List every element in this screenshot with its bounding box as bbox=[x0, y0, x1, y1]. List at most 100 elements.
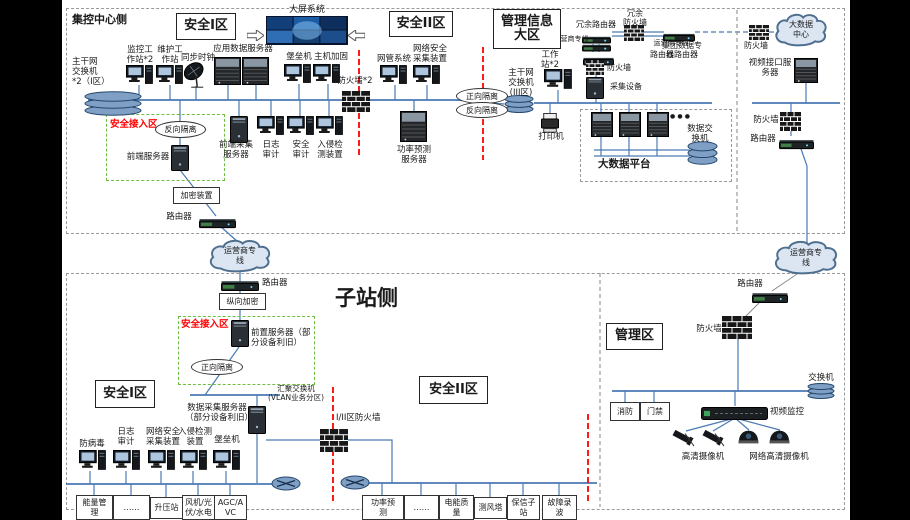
zonebox-security2-sub: 安全II区 bbox=[419, 376, 488, 404]
icon-shape bbox=[287, 116, 314, 135]
label-printer: 打印机 bbox=[538, 132, 564, 142]
box-fault-recording: 故障录 波 bbox=[542, 495, 577, 520]
label-firewall-mid: 防火墙 bbox=[607, 63, 631, 72]
icon-shape bbox=[248, 406, 266, 434]
label-ids-cc: 入侵检 测装置 bbox=[317, 140, 343, 160]
icon-shape bbox=[242, 57, 269, 85]
icon-shape bbox=[663, 33, 695, 42]
icon-shape bbox=[347, 29, 366, 42]
label-security-audit: 安全 审计 bbox=[292, 140, 310, 160]
videowall-icon bbox=[266, 16, 348, 45]
label-workstation-z3: 工作 站*2 bbox=[540, 50, 560, 70]
label-bastion-cc: 堡垒机 bbox=[286, 52, 312, 62]
label-backbone-switch-z1: 主干网 交换机 *2（I区） bbox=[72, 57, 110, 87]
box-door-access: 门禁 bbox=[640, 402, 670, 421]
video-interface-server-icon bbox=[794, 58, 818, 83]
icon-shape bbox=[769, 430, 790, 444]
arrow-left-icon bbox=[347, 26, 366, 42]
dome-camera-1-icon bbox=[738, 429, 759, 445]
label-bastion-sub: 堡垒机 bbox=[214, 435, 240, 445]
region-bigdata-platform bbox=[580, 109, 732, 182]
label-collect-device: 采集设备 bbox=[610, 82, 642, 91]
icon-shape bbox=[183, 62, 204, 88]
label-router-2: 路由器 bbox=[650, 50, 674, 59]
label-front-server-sub: 前置服务器（部 分设备利旧） bbox=[251, 328, 311, 348]
bastion-sub-pc-icon bbox=[213, 450, 240, 471]
cloud-carrier-right: 运营商专线 bbox=[773, 240, 839, 275]
netsec-collect-cc-pc-icon bbox=[413, 65, 440, 85]
icon-shape bbox=[586, 77, 604, 99]
front-server-sub-icon bbox=[231, 320, 249, 347]
backbone-switch-z3-icon bbox=[504, 95, 534, 113]
label-network-hd-camera: 网络高清摄像机 bbox=[749, 452, 809, 462]
printer-icon bbox=[541, 113, 559, 133]
label-netsec-collect-sub: 网络安全 采集装置 bbox=[145, 427, 180, 447]
icon-shape bbox=[320, 429, 348, 452]
hub-left-icon bbox=[271, 476, 301, 491]
router-cc-icon bbox=[199, 214, 236, 229]
power-forecast-server-icon bbox=[400, 111, 427, 142]
box-ellipsis-left: …… bbox=[113, 495, 150, 520]
label-firewall-topright: 防火墙 bbox=[744, 41, 768, 50]
icon-shape bbox=[148, 450, 175, 470]
icon-shape bbox=[701, 407, 768, 420]
cloud-shape bbox=[774, 13, 828, 47]
router-mg-icon bbox=[752, 289, 788, 304]
region-secure-access-sub bbox=[178, 316, 315, 385]
box-protection-substation: 保信子 站 bbox=[507, 495, 540, 520]
label-secure-access-cc: 安全接入区 bbox=[110, 119, 158, 130]
front-server-cc-icon bbox=[171, 145, 189, 171]
label-aggregation-switch: 汇聚交换机 (VLAN业务分区) bbox=[267, 384, 325, 402]
firewall-rightcol-icon bbox=[780, 112, 801, 131]
icon-shape bbox=[780, 112, 801, 131]
letterbox-right bbox=[850, 0, 910, 520]
label-data-switch: 数据交 换机 bbox=[687, 124, 713, 144]
label-group-data-router: 集团数据专 线路由器 bbox=[662, 41, 702, 60]
redundant-firewall-icon bbox=[624, 25, 644, 41]
sync-clock-dish-icon bbox=[183, 61, 208, 88]
firewall-z12-icon bbox=[320, 429, 348, 452]
arrow-right-icon bbox=[246, 26, 265, 42]
icon-shape bbox=[230, 116, 248, 143]
icon-shape bbox=[126, 65, 153, 84]
backbone-switch-z1-icon bbox=[84, 91, 142, 116]
cloud-shape bbox=[773, 240, 839, 275]
icon-shape bbox=[266, 16, 348, 45]
icon-shape bbox=[807, 382, 835, 400]
wire-g-77 bbox=[771, 271, 801, 292]
data-switch-icon bbox=[687, 141, 718, 165]
icon-shape bbox=[380, 65, 407, 84]
label-router-rightcol: 路由器 bbox=[750, 134, 776, 144]
security-audit-pc-icon bbox=[287, 116, 314, 136]
wire-t-76 bbox=[734, 417, 781, 431]
icon-shape bbox=[313, 64, 340, 83]
label-host-hardening: 主机加固 bbox=[313, 52, 348, 62]
cloud-bigdata-center: 大数据中心 bbox=[774, 13, 828, 47]
icon-shape bbox=[199, 219, 236, 229]
label-front-collect-server: 前端采集 服务器 bbox=[218, 140, 253, 160]
label-control-center-side: 集控中心侧 bbox=[72, 13, 127, 26]
bigdata-server-3-icon bbox=[647, 112, 669, 137]
box-power-quality: 电能质 量 bbox=[439, 495, 474, 520]
label-switch-mg: 交换机 bbox=[808, 373, 834, 383]
icon-shape bbox=[213, 450, 240, 470]
icon-shape bbox=[340, 475, 370, 490]
wire-t-73 bbox=[685, 417, 736, 432]
icon-shape bbox=[672, 429, 695, 447]
icon-shape bbox=[413, 65, 440, 84]
label-bigscreen-system: 大屏系统 bbox=[288, 5, 325, 15]
region-secure-access-cc bbox=[106, 114, 225, 181]
label-maintenance-workstation: 维护工 作站 bbox=[157, 45, 183, 65]
icon-shape bbox=[171, 145, 189, 171]
label-front-server-cc: 前端服务器 bbox=[126, 152, 170, 162]
icon-shape bbox=[156, 65, 183, 84]
label-firewall-mg: 防火墙 bbox=[696, 324, 722, 334]
nvr-icon bbox=[701, 405, 768, 420]
oval-forward-isolation-sub: 正向隔离 bbox=[191, 359, 243, 375]
hub-right-icon bbox=[340, 475, 370, 490]
bullet-camera-1-icon bbox=[671, 429, 699, 447]
icon-shape bbox=[284, 64, 311, 83]
router-rightcol-icon bbox=[779, 135, 814, 150]
label-sync-clock: 同步时钟 bbox=[180, 53, 215, 63]
zonebox-mgmt-info-zone: 管理信息 大区 bbox=[493, 9, 561, 49]
